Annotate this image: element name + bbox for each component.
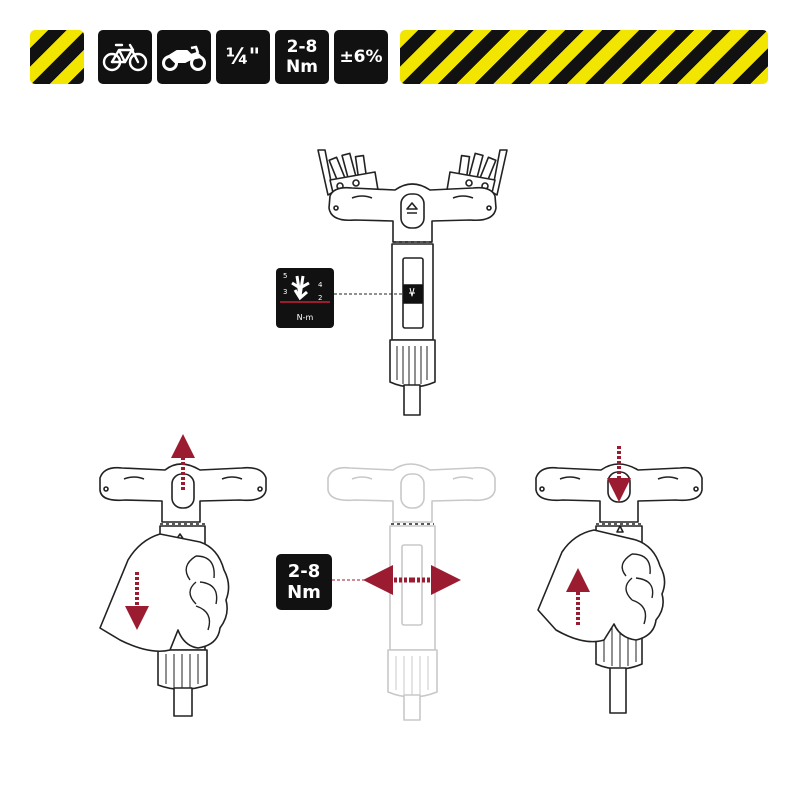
- hand-right: [537, 529, 666, 643]
- torque-range-label: 2-8 Nm: [286, 37, 318, 77]
- motorcycle-icon: [162, 45, 206, 71]
- scale-callout: 5 4 3 2 N-m: [276, 268, 334, 328]
- scale-mark-2: 2: [318, 294, 322, 302]
- hazard-stripe-left: [30, 30, 84, 84]
- scale-mark-5: 5: [283, 272, 287, 280]
- scale-unit: N-m: [297, 313, 314, 322]
- hand-left: [99, 533, 230, 653]
- range-callout-label: 2-8 Nm: [287, 561, 321, 603]
- drive-size-badge: ¼": [216, 30, 270, 84]
- torque-wrench-top: [317, 149, 508, 416]
- hazard-stripe-right: [400, 30, 768, 84]
- accuracy-label: ±6%: [339, 47, 383, 67]
- scale-mark-4: 4: [318, 281, 323, 289]
- bicycle-badge: [98, 30, 152, 84]
- torque-range-badge: 2-8 Nm: [275, 30, 329, 84]
- step-adjust: [327, 463, 496, 721]
- range-callout-badge: 2-8 Nm: [276, 554, 332, 610]
- drive-size-label: ¼": [225, 44, 261, 70]
- motorcycle-badge: [157, 30, 211, 84]
- bicycle-icon: [102, 43, 148, 72]
- step-lock: [535, 463, 703, 714]
- accuracy-badge: ±6%: [334, 30, 388, 84]
- scale-mark-3: 3: [283, 288, 287, 296]
- step-unlock: [99, 463, 267, 717]
